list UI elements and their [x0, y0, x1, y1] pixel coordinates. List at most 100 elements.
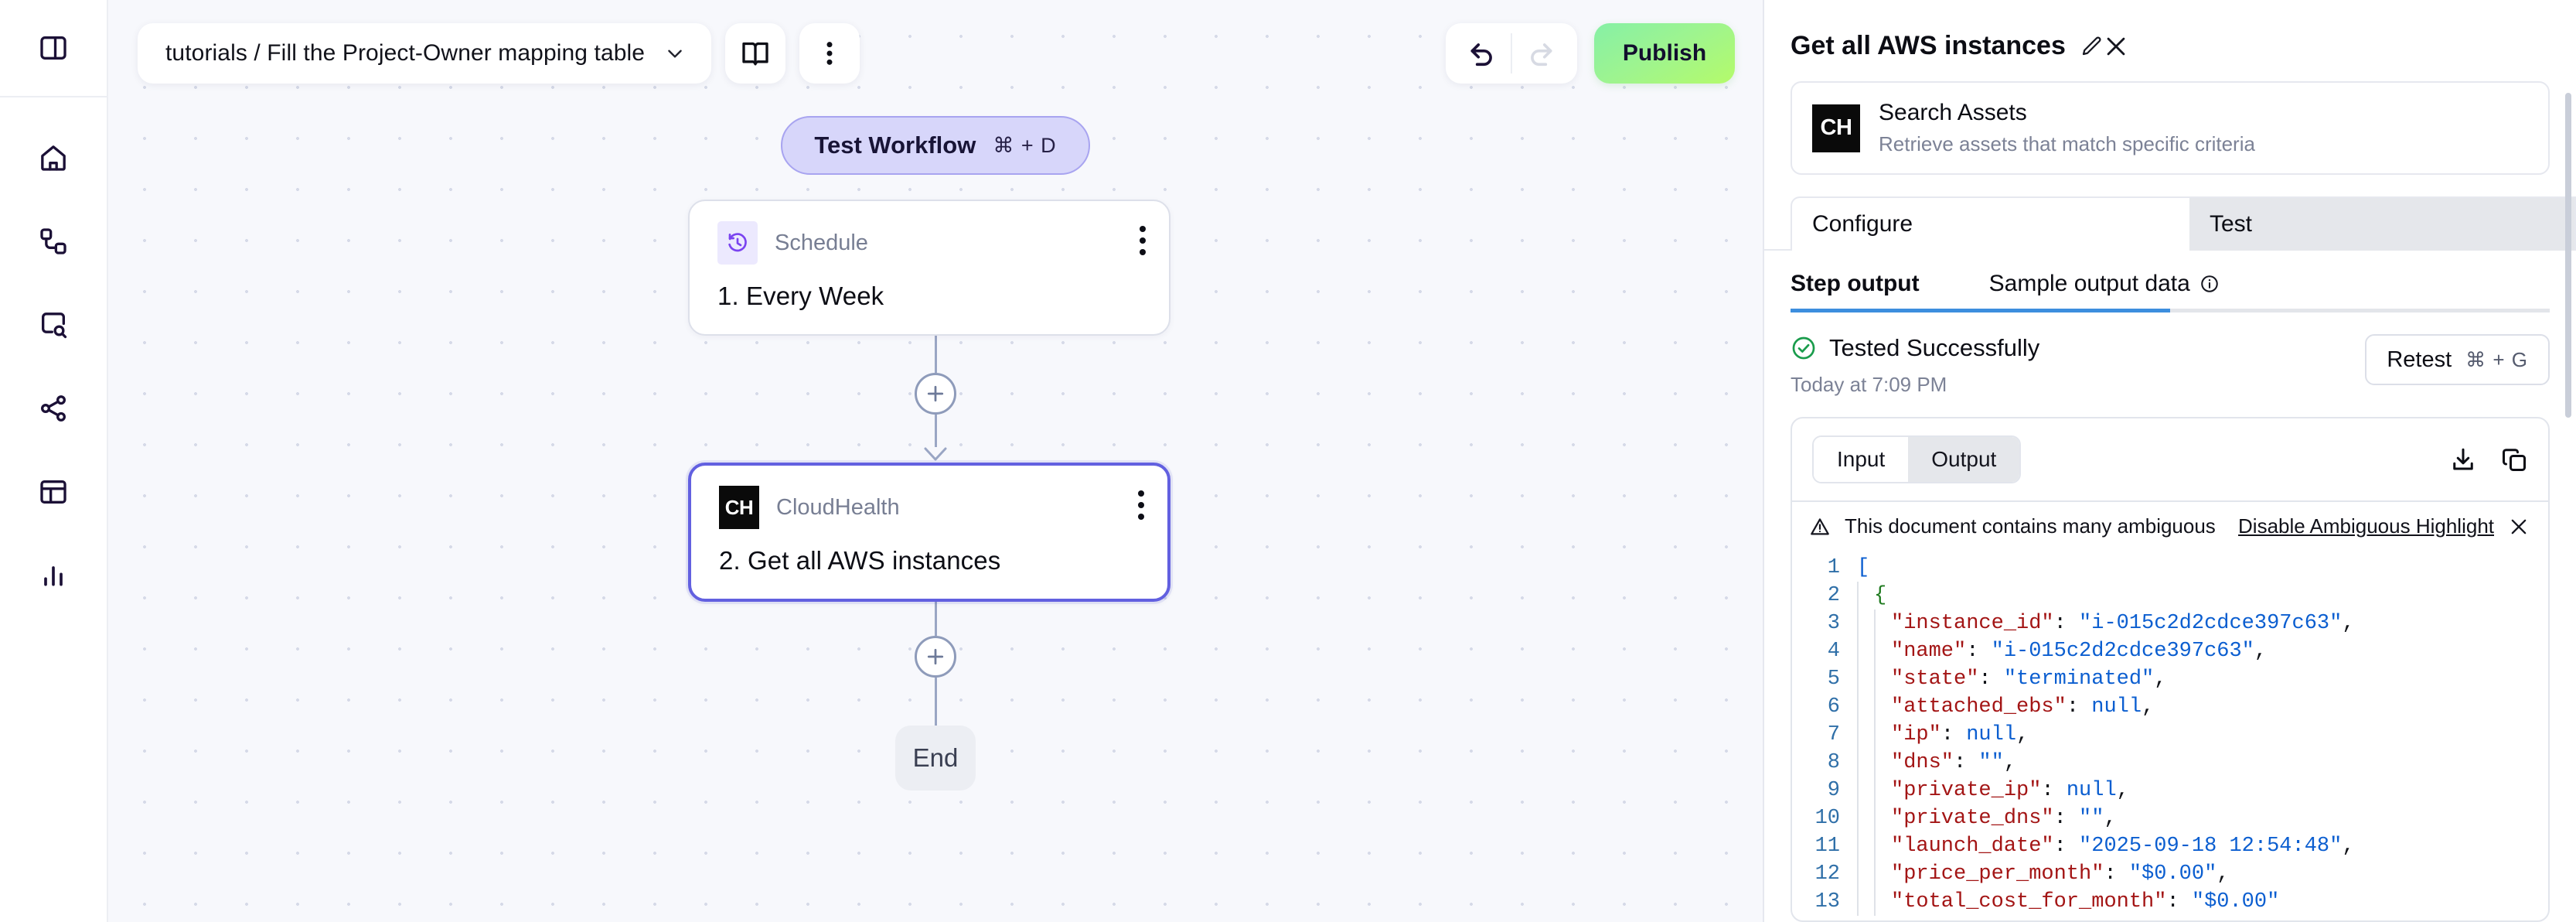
check-circle-icon [1791, 335, 1817, 361]
book-icon [740, 38, 771, 69]
sidebar-item-analytics[interactable] [26, 548, 81, 603]
canvas-toolbar-left: tutorials / Fill the Project-Owner mappi… [138, 23, 860, 84]
status-label: Tested Successfully [1829, 334, 2040, 361]
panel-scrollbar-thumb[interactable] [2565, 93, 2571, 418]
subtab-sample-output-data[interactable]: Sample output data [1989, 271, 2220, 312]
test-workflow-shortcut: ⌘ + D [993, 133, 1057, 157]
panel-subtabs: Step output Sample output data [1791, 271, 2550, 312]
test-workflow-button[interactable]: Test Workflow ⌘ + D [781, 116, 1090, 175]
code-line-text: "total_cost_for_month": "$0.00" [1891, 890, 2280, 913]
chevron-down-icon [665, 43, 685, 63]
asset-name: Search Assets [1879, 100, 2027, 125]
plus-icon [924, 382, 947, 405]
code-indent-guide [1874, 721, 1876, 749]
copy-icon[interactable] [2500, 446, 2528, 473]
json-code-viewer[interactable]: 1[2{3"instance_id": "i-015c2d2cdce397c63… [1792, 551, 2548, 920]
disable-ambiguous-highlight-link[interactable]: Disable Ambiguous Highlight [2238, 514, 2494, 538]
code-line-text: "dns": "", [1891, 751, 2017, 774]
workflow-canvas[interactable]: tutorials / Fill the Project-Owner mappi… [108, 0, 1763, 922]
code-line-text: "attached_ebs": null, [1891, 695, 2155, 719]
add-step-button-2[interactable] [915, 636, 956, 678]
breadcrumb-dropdown[interactable]: tutorials / Fill the Project-Owner mappi… [138, 23, 712, 84]
code-line-number: 10 [1814, 807, 1840, 830]
subtab-step-output[interactable]: Step output [1791, 271, 1920, 296]
sidebar-item-integrations[interactable] [26, 381, 81, 436]
code-indent-guide [1857, 860, 1859, 888]
tab-configure[interactable]: Configure [1791, 196, 2189, 251]
subtab-underline [1791, 309, 2550, 312]
panel-title: Get all AWS instances [1791, 31, 2066, 60]
undo-button[interactable] [1453, 23, 1511, 84]
sidebar-item-tables[interactable] [26, 464, 81, 520]
asset-card[interactable]: CH Search Assets Retrieve assets that ma… [1791, 81, 2550, 175]
code-indent-guide [1857, 665, 1859, 693]
code-line: 9"private_ip": null, [1792, 777, 2548, 804]
code-line-text: "private_dns": "", [1891, 807, 2117, 830]
publish-button[interactable]: Publish [1594, 23, 1735, 84]
code-line: 2{ [1792, 582, 2548, 610]
code-indent-guide [1857, 777, 1859, 804]
search-asset-icon [38, 309, 69, 340]
sidebar-item-search-assets[interactable] [26, 297, 81, 353]
warning-triangle-icon [1809, 516, 1831, 538]
node-app-name: CloudHealth [776, 494, 900, 520]
code-indent-guide [1857, 721, 1859, 749]
code-line-number: 7 [1827, 723, 1840, 746]
add-step-button-1[interactable] [915, 373, 956, 415]
redo-button[interactable] [1512, 23, 1569, 84]
docs-button[interactable] [725, 23, 786, 84]
code-indent-guide [1857, 582, 1859, 610]
io-segment-output[interactable]: Output [1908, 437, 2020, 482]
code-line-text: { [1874, 584, 1887, 607]
tab-test[interactable]: Test [2189, 196, 2576, 251]
more-options-button[interactable] [799, 23, 860, 84]
node-menu-button[interactable] [1138, 490, 1144, 520]
status-timestamp: Today at 7:09 PM [1791, 373, 1947, 396]
code-line: 13 "total_cost_for_month": "$0.00" [1792, 888, 2548, 916]
cloudhealth-logo-icon: CH [1812, 104, 1860, 152]
sidebar-item-workflows[interactable] [26, 213, 81, 269]
code-line-text: "price_per_month": "$0.00", [1891, 862, 2230, 886]
code-indent-guide [1874, 665, 1876, 693]
warning-close-button[interactable] [2508, 516, 2530, 538]
code-line: 11"launch_date": "2025-09-18 12:54:48", [1792, 832, 2548, 860]
step-detail-panel: Get all AWS instances CH Search Assets R… [1763, 0, 2576, 922]
node-connector-1 [688, 336, 1183, 463]
code-line: 8"dns": "", [1792, 749, 2548, 777]
retest-shortcut: ⌘ + G [2465, 347, 2528, 371]
code-line-text: "state": "terminated", [1891, 668, 2167, 691]
code-line: 5"state": "terminated", [1792, 665, 2548, 693]
status-badge: Tested Successfully [1791, 334, 2039, 362]
code-line: 6"attached_ebs": null, [1792, 693, 2548, 721]
code-indent-guide [1857, 804, 1859, 832]
sidebar-item-home[interactable] [26, 130, 81, 186]
io-segment-input[interactable]: Input [1814, 437, 1909, 482]
code-line-number: 9 [1827, 779, 1840, 802]
test-workflow-label: Test Workflow [814, 131, 976, 159]
code-line-number: 3 [1827, 612, 1840, 635]
retest-button[interactable]: Retest ⌘ + G [2365, 334, 2550, 385]
panel-toggle-button[interactable] [26, 20, 81, 76]
code-line: 3"instance_id": "i-015c2d2cdce397c63", [1792, 610, 2548, 637]
panel-close-button[interactable] [2103, 33, 2129, 60]
workflow-node-schedule[interactable]: Schedule 1. Every Week [688, 200, 1170, 336]
left-sidebar [0, 0, 108, 922]
code-indent-guide [1874, 888, 1876, 916]
code-line-number: 1 [1827, 556, 1840, 579]
output-viewer: Input Output This document contains many [1791, 417, 2550, 922]
table-icon [38, 476, 69, 507]
code-indent-guide [1874, 637, 1876, 665]
info-icon[interactable] [2199, 274, 2220, 294]
asset-text: Search Assets Retrieve assets that match… [1879, 100, 2255, 156]
code-line: 10 "private_dns": "", [1792, 804, 2548, 832]
download-icon[interactable] [2449, 446, 2477, 473]
workflow-node-cloudhealth[interactable]: CH CloudHealth 2. Get all AWS instances [688, 463, 1170, 602]
code-indent-guide [1857, 832, 1859, 860]
code-line-number: 13 [1814, 890, 1840, 913]
node-menu-button[interactable] [1140, 226, 1146, 255]
pencil-icon[interactable] [2066, 35, 2103, 58]
code-line-number: 4 [1827, 640, 1840, 663]
code-indent-guide [1874, 610, 1876, 637]
workflow-end-node: End [895, 726, 976, 791]
